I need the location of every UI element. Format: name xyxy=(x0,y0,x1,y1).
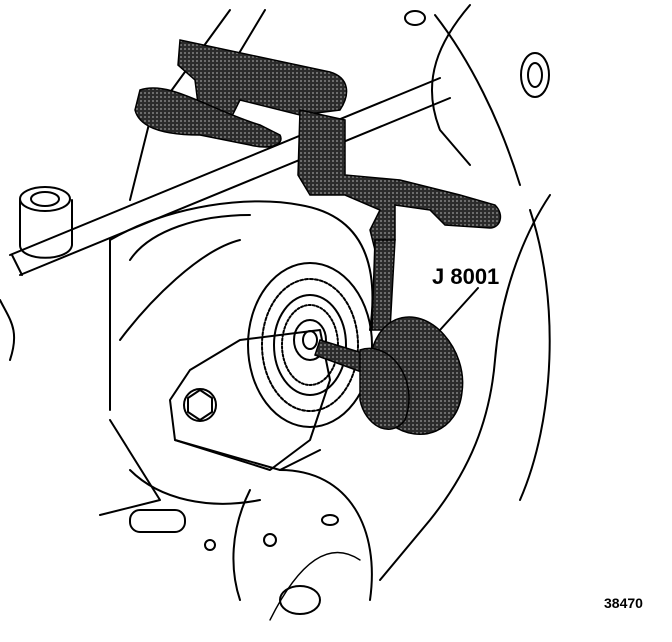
mounting-holes xyxy=(129,10,550,615)
j8001-tool xyxy=(134,39,502,435)
diagonal-rail xyxy=(9,77,451,276)
bracket-bolt xyxy=(183,388,217,422)
tensioner-bracket xyxy=(169,329,331,471)
tool-leader-line xyxy=(439,287,479,331)
figure-number: 38470 xyxy=(604,595,643,611)
idler-pulley xyxy=(247,262,373,428)
timing-cover xyxy=(109,200,374,505)
tool-label: J 8001 xyxy=(432,264,499,289)
tube-end xyxy=(19,186,73,259)
